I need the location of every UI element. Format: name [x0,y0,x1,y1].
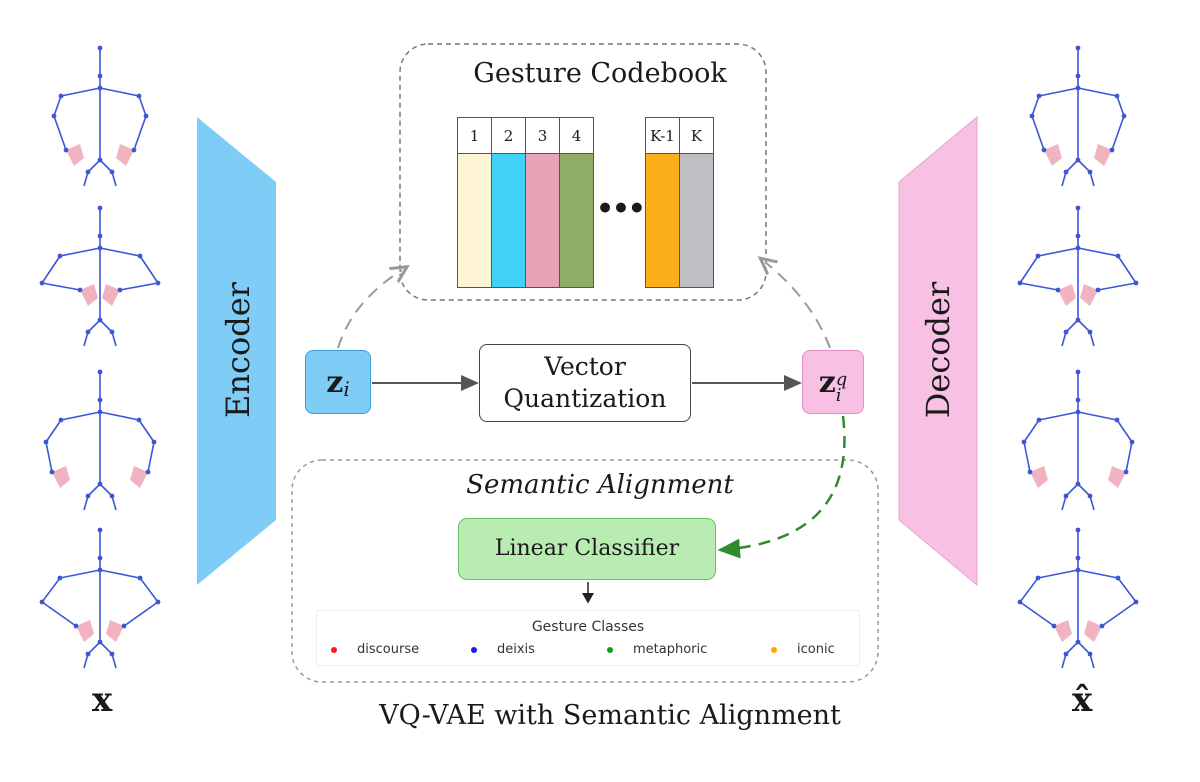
legend-label: discourse [357,642,420,657]
vq-line-1: Vector [544,352,626,381]
codebook-entry-4: 4 [559,117,594,288]
legend-label: iconic [797,642,835,657]
decoder-shape [898,115,978,587]
codebook-entry-5: K-1 [645,117,680,288]
vector-quantization-box: Vector Quantization [479,344,691,422]
codebook-entry-6: K [679,117,714,288]
input-x-label: x [92,680,113,720]
legend-item-metaphoric: metaphoric [607,642,707,657]
quantized-z-superscript: q [835,368,848,390]
legend-label: metaphoric [633,642,708,657]
codebook-entry-2: 2 [491,117,526,288]
codebook-entry-label: K-1 [646,118,679,154]
legend-dot [771,646,777,653]
codebook-entry-label: 4 [560,118,593,154]
encoder-shape [197,117,276,585]
codebook-ellipsis: ••• [596,192,646,225]
legend-dot [471,646,477,653]
decoder-label: Decoder [919,281,957,419]
semantic-alignment-title: Semantic Alignment [466,470,734,500]
codebook-entry-3: 3 [525,117,560,288]
latent-z-box: zi [305,350,371,414]
vq-line-2: Quantization [503,384,667,413]
output-xhat-label: x̂ [1072,680,1093,720]
legend-item-deixis: deixis [471,642,535,657]
codebook-entry-label: 2 [492,118,525,154]
skeleton-poses [39,45,1139,669]
zq-to-classifier-arrow [717,415,846,559]
codebook-entry-label: 1 [458,118,491,154]
legend-label: deixis [497,642,535,657]
encoder-label: Encoder [219,282,257,418]
codebook-entry-label: 3 [526,118,559,154]
codebook-entry-1: 1 [457,117,492,288]
z-to-codebook-arrow [337,270,402,349]
figure-caption: VQ-VAE with Semantic Alignment [379,700,841,731]
linear-classifier-box: Linear Classifier [458,518,716,580]
quantized-z-symbol: z [818,365,836,400]
codebook-title: Gesture Codebook [473,58,727,89]
legend-dot [607,646,613,653]
codebook-entry-label: K [680,118,713,154]
legend-item-iconic: iconic [771,642,835,657]
legend-item-discourse: discourse [331,642,419,657]
legend-dot [331,646,337,653]
gesture-classes-legend: Gesture Classes discourse deixis metaphori… [316,610,860,666]
latent-z-symbol: z [326,365,344,400]
legend-title: Gesture Classes [531,619,645,635]
latent-z-subscript: i [343,377,350,402]
quantized-z-subscript: i [835,384,842,406]
zq-from-codebook-arrow [765,262,831,349]
codebook-region [399,43,767,301]
